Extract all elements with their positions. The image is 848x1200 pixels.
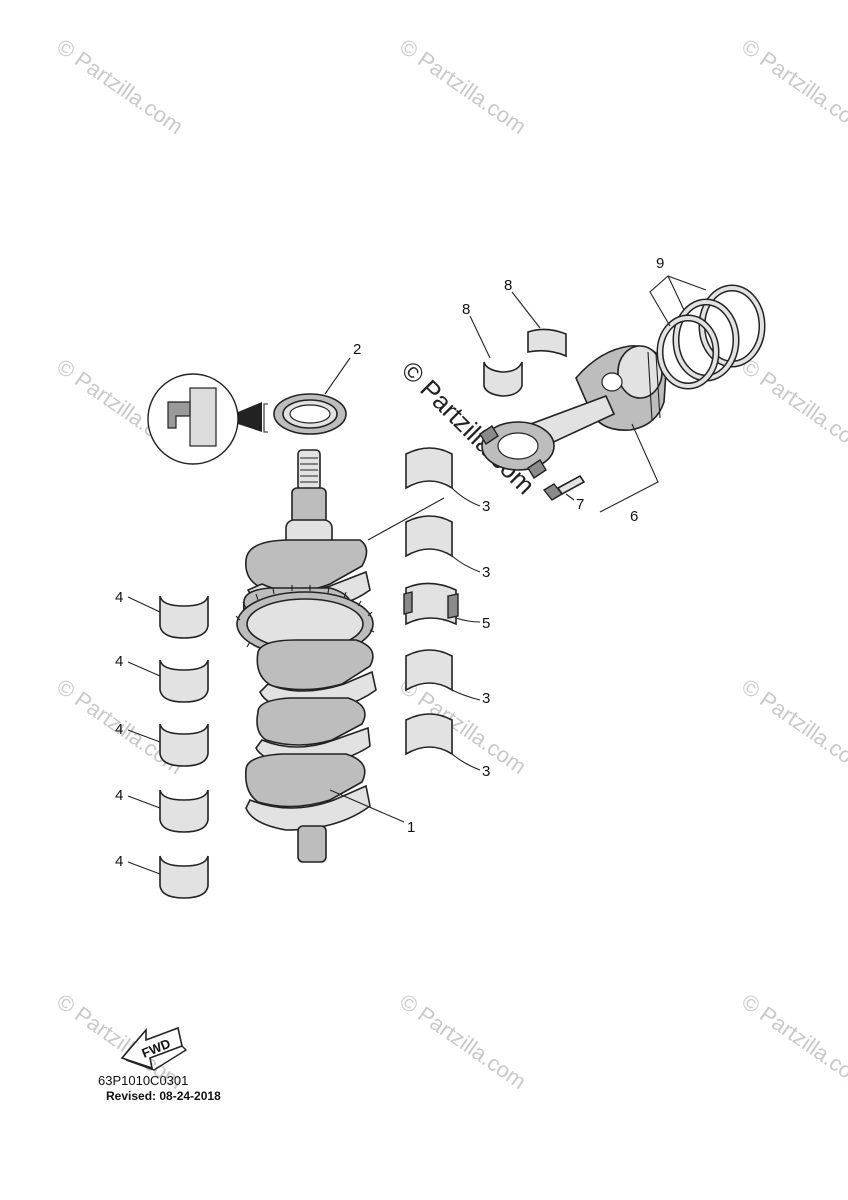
watermark: © Partzilla.com xyxy=(737,354,848,460)
piston-ring-set xyxy=(649,275,766,390)
watermark: © Partzilla.com xyxy=(52,34,188,140)
callout-3: 3 xyxy=(482,498,490,515)
conrod-bearing xyxy=(511,291,567,358)
callout-1: 1 xyxy=(407,819,415,836)
diagram-reference-code: 63P1010C0301 xyxy=(98,1073,189,1088)
callout-3: 3 xyxy=(482,564,490,581)
callout-6: 6 xyxy=(630,508,638,525)
timing-gear xyxy=(235,585,375,664)
conrod-bolt xyxy=(542,474,586,501)
watermark: © Partzilla.com xyxy=(737,674,848,780)
callout-3: 3 xyxy=(482,690,490,707)
callout-4: 4 xyxy=(115,589,123,606)
watermark: © Partzilla.com xyxy=(737,989,848,1095)
main-bearing xyxy=(127,855,209,899)
main-bearing xyxy=(127,723,209,767)
callout-8: 8 xyxy=(504,277,512,294)
conrod-bearing xyxy=(469,315,523,397)
callout-4: 4 xyxy=(115,787,123,804)
watermark-layer: © Partzilla.com © Partzilla.com © Partzi… xyxy=(52,34,848,1095)
conrod-bearing-set xyxy=(469,291,567,397)
main-bearing xyxy=(405,447,481,507)
main-bearing xyxy=(405,713,481,771)
callout-7: 7 xyxy=(576,496,584,513)
main-bearing xyxy=(127,595,209,639)
callout-4: 4 xyxy=(115,853,123,870)
piston-ring xyxy=(656,314,720,390)
callout-5: 5 xyxy=(482,615,490,632)
main-bearing xyxy=(127,659,209,703)
callout-4: 4 xyxy=(115,653,123,670)
piston-conrod-assembly xyxy=(479,345,667,513)
callout-8: 8 xyxy=(462,301,470,318)
main-bearing-lower-set xyxy=(127,595,209,899)
watermark: © Partzilla.com xyxy=(737,34,848,140)
watermark: © Partzilla.com xyxy=(395,989,531,1095)
callout-9: 9 xyxy=(656,255,664,272)
oil-seal xyxy=(273,357,351,435)
crankshaft xyxy=(235,449,405,863)
callout-3: 3 xyxy=(482,763,490,780)
seal-detail-inset xyxy=(147,373,268,465)
revision-date: Revised: 08-24-2018 xyxy=(106,1089,221,1103)
thrust-bearing xyxy=(403,582,481,626)
main-bearing-upper-set xyxy=(367,447,481,771)
main-bearing xyxy=(405,649,481,701)
main-bearing xyxy=(127,789,209,833)
watermark: © Partzilla.com xyxy=(395,34,531,140)
callout-4: 4 xyxy=(115,721,123,738)
main-bearing xyxy=(405,515,481,573)
callout-2: 2 xyxy=(353,341,361,358)
